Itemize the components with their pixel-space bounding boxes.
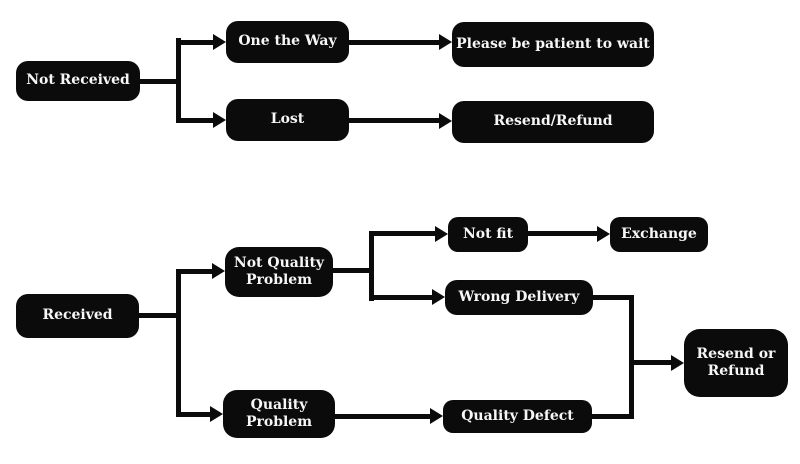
- connector-to-not-quality-problem: [176, 269, 213, 274]
- connector-merge-branch: [629, 295, 634, 419]
- node-not-fit: Not fit: [448, 217, 528, 252]
- node-label: Lost: [270, 111, 305, 128]
- node-received: Received: [16, 294, 139, 338]
- node-one-the-way: One the Way: [226, 21, 349, 63]
- node-not-received: Not Received: [16, 61, 140, 101]
- node-label: Wrong Delivery: [458, 288, 580, 305]
- node-wrong-delivery: Wrong Delivery: [445, 280, 593, 315]
- node-label: Quality Problem: [245, 396, 313, 430]
- node-label: Exchange: [621, 225, 697, 242]
- node-quality-defect: Quality Defect: [443, 400, 592, 433]
- arrowhead-icon: [597, 226, 610, 242]
- connector-wrong-delivery-out: [593, 295, 634, 300]
- connector-received-branch: [176, 269, 181, 417]
- arrowhead-icon: [671, 355, 684, 371]
- connector-not-fit-to-exchange: [528, 231, 597, 236]
- arrowhead-icon: [439, 34, 452, 50]
- node-exchange: Exchange: [610, 217, 708, 252]
- node-resend-refund: Resend/Refund: [452, 101, 654, 143]
- connector-not-received-out: [140, 79, 177, 84]
- connector-not-received-branch: [176, 38, 181, 123]
- arrowhead-icon: [212, 263, 225, 279]
- node-lost: Lost: [226, 99, 349, 141]
- node-resend-or-refund: Resend or Refund: [684, 329, 788, 397]
- arrowhead-icon: [432, 289, 445, 305]
- connector-to-lost: [176, 118, 214, 123]
- node-please-be-patient-to-wait: Please be patient to wait: [452, 22, 654, 67]
- arrowhead-icon: [213, 34, 226, 50]
- arrowhead-icon: [210, 406, 223, 422]
- arrowhead-icon: [213, 112, 226, 128]
- node-label: One the Way: [238, 33, 337, 50]
- connector-to-quality-problem: [176, 412, 211, 417]
- node-label: Not Quality Problem: [233, 254, 325, 288]
- arrowhead-icon: [435, 226, 448, 242]
- connector-to-not-fit: [369, 231, 435, 236]
- node-not-quality-problem: Not Quality Problem: [225, 247, 333, 297]
- connector-quality-defect-out: [592, 414, 634, 419]
- node-label: Please be patient to wait: [456, 35, 650, 52]
- connector-quality-problem-to-quality-defect: [335, 414, 430, 419]
- node-label: Received: [42, 307, 113, 324]
- connector-not-quality-problem-out: [333, 268, 374, 273]
- node-label: Not fit: [462, 225, 514, 242]
- connector-received-out: [139, 313, 177, 318]
- connector-lost-to-resend-refund: [349, 118, 439, 123]
- arrowhead-icon: [439, 113, 452, 129]
- arrowhead-icon: [430, 408, 443, 424]
- connector-to-wrong-delivery: [369, 295, 432, 300]
- node-label: Quality Defect: [461, 407, 574, 424]
- node-label: Not Received: [26, 72, 130, 89]
- node-label: Resend or Refund: [696, 345, 776, 379]
- connector-to-resend-or-refund: [634, 360, 671, 365]
- node-quality-problem: Quality Problem: [223, 390, 335, 438]
- connector-to-one-the-way: [176, 40, 214, 45]
- connector-one-the-way-to-please-wait: [349, 40, 439, 45]
- connector-not-quality-problem-branch: [369, 231, 374, 301]
- node-label: Resend/Refund: [493, 113, 613, 130]
